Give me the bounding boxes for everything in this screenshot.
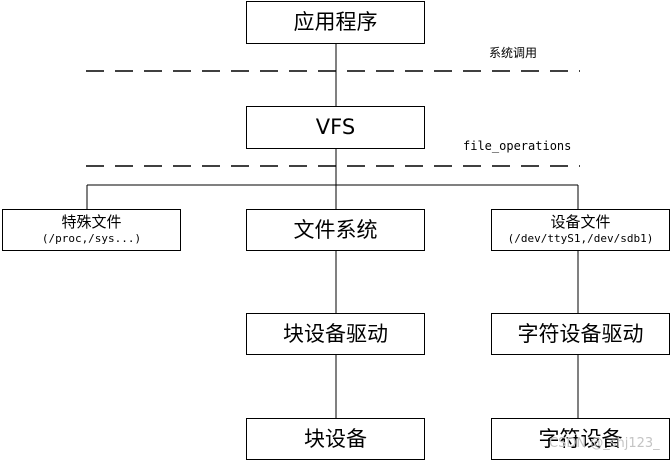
special-file-box: 特殊文件 (/proc,/sys...) (2, 209, 181, 251)
device-file-label: 设备文件 (550, 213, 611, 232)
char-device-box: 字符设备 (491, 418, 670, 460)
special-file-detail: (/proc,/sys...) (41, 232, 142, 246)
watermark: CSDN @_shj123_ (549, 436, 660, 451)
special-file-label: 特殊文件 (61, 213, 122, 232)
char-driver-label: 字符设备驱动 (517, 321, 644, 346)
vfs-label: VFS (315, 115, 356, 140)
device-file-box: 设备文件 (/dev/ttyS1,/dev/sdb1) (491, 209, 670, 251)
block-device-box: 块设备 (246, 418, 425, 460)
device-file-detail: (/dev/ttyS1,/dev/sdb1) (507, 232, 654, 246)
application-box: 应用程序 (246, 1, 425, 44)
application-label: 应用程序 (293, 10, 378, 35)
vfs-box: VFS (246, 106, 425, 149)
block-device-label: 块设备 (304, 426, 367, 451)
filesystem-box: 文件系统 (246, 209, 425, 251)
char-driver-box: 字符设备驱动 (491, 313, 670, 355)
filesystem-label: 文件系统 (293, 217, 378, 242)
char-device-label: 字符设备 (538, 426, 623, 451)
block-driver-box: 块设备驱动 (246, 313, 425, 355)
block-driver-label: 块设备驱动 (283, 321, 388, 346)
file-operations-label: file_operations (463, 139, 572, 153)
syscall-label: 系统调用 (489, 46, 538, 60)
